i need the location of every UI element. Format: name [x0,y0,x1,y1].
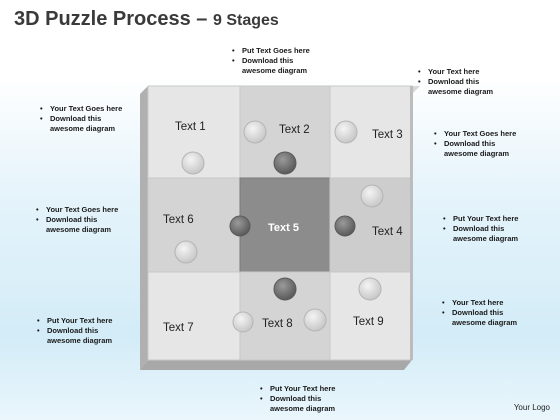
note-line: awesome diagram [428,87,494,96]
knob-3-4 [360,184,384,208]
note-line: Download this [37,326,112,336]
tile-1-label: Text 1 [175,121,206,133]
note-left-1: Your Text Goes here Download this awesom… [40,104,122,134]
knob-6-7 [174,240,198,264]
knob-8-9 [303,308,327,332]
note-line: Your Text here [442,298,517,308]
note-line: awesome diagram [47,336,113,345]
tile-4-label: Text 4 [372,226,403,238]
note-line: awesome diagram [50,124,116,133]
note-line: awesome diagram [452,318,518,327]
note-line: Download this [434,139,516,149]
note-right-1: Your Text Goes here Download this awesom… [434,129,516,159]
logo-text: Your Logo [513,403,550,412]
tile-7-label: Text 7 [163,322,194,334]
knob-7-8 [232,311,254,333]
note-line: Your Text Goes here [434,129,516,139]
note-line: Download this [232,56,310,66]
note-left-2: Your Text Goes here Download this awesom… [36,205,118,235]
note-line: Your Text here [418,67,493,77]
tile-7 [147,271,241,361]
note-line: Your Text Goes here [36,205,118,215]
knob-5-8 [273,277,297,301]
note-line: Put Your Text here [37,316,112,326]
note-line: Download this [260,394,335,404]
knob-1-6 [181,151,205,175]
note-line: Download this [418,77,493,87]
title-dash: – [190,8,213,30]
note-line: awesome diagram [444,149,510,158]
tile-9-label: Text 9 [353,316,384,328]
note-line: awesome diagram [270,404,336,413]
note-top-center: Put Text Goes here Download this awesome… [232,46,310,76]
note-top-right: Your Text here Download this awesome dia… [418,67,493,97]
note-line: Download this [40,114,122,124]
puzzle-bottom-face [140,360,412,370]
note-line: Put Your Text here [260,384,335,394]
note-left-3: Put Your Text here Download this awesome… [37,316,112,346]
note-line: awesome diagram [242,66,308,75]
note-line: Your Text Goes here [40,104,122,114]
note-bottom-center: Put Your Text here Download this awesome… [260,384,335,414]
knob-6-5 [229,215,251,237]
knob-1-2 [243,120,267,144]
puzzle-side-face [140,86,148,370]
note-line: Download this [36,215,118,225]
knob-2-3 [334,120,358,144]
note-line: awesome diagram [46,225,112,234]
tile-5-label: Text 5 [268,222,299,234]
knob-4-9 [358,277,382,301]
title-sub: 9 Stages [213,12,279,29]
note-right-3: Your Text here Download this awesome dia… [442,298,517,328]
title-main: 3D Puzzle Process [14,8,191,30]
note-line: Download this [443,224,518,234]
tile-8-label: Text 8 [262,318,293,330]
note-line: awesome diagram [453,234,519,243]
note-right-2: Put Your Text here Download this awesome… [443,214,518,244]
puzzle-right-edge [410,86,413,360]
note-line: Download this [442,308,517,318]
tile-3-label: Text 3 [372,129,403,141]
note-line: Put Text Goes here [232,46,310,56]
tile-1 [147,85,241,179]
tile-6-label: Text 6 [163,214,194,226]
knob-5-4 [334,215,356,237]
knob-2-5 [273,151,297,175]
page-title: 3D Puzzle Process – 9 Stages [14,8,279,31]
note-line: Put Your Text here [443,214,518,224]
tile-2-label: Text 2 [279,124,310,136]
